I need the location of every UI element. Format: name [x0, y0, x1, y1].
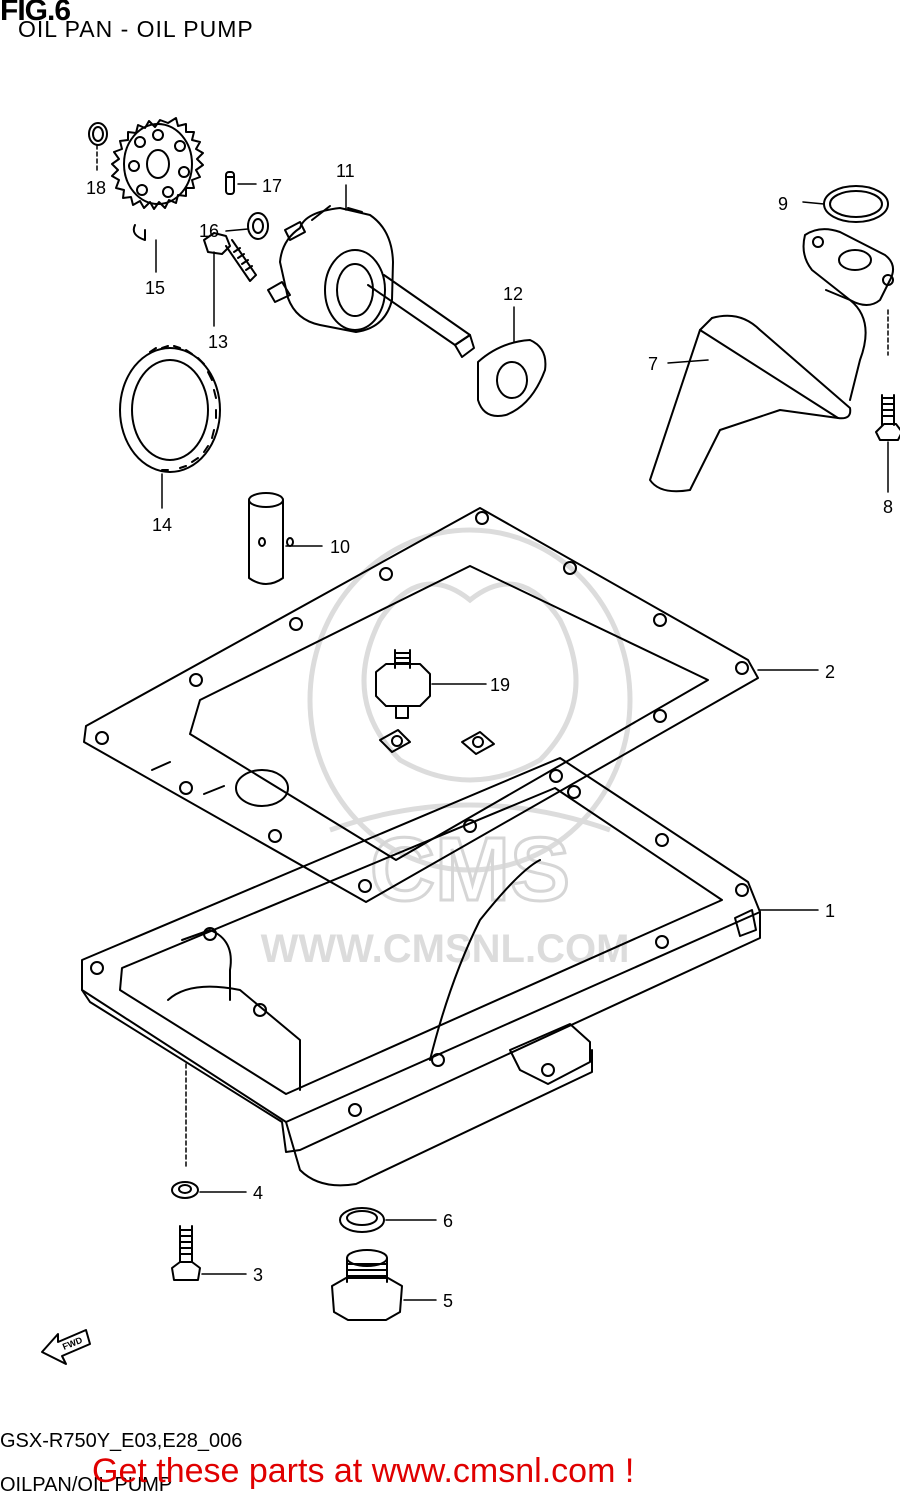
callout-9: 9 [778, 194, 788, 214]
callout-5: 5 [443, 1291, 453, 1311]
model-code: GSX-R750Y_E03,E28_006 [0, 1430, 243, 1452]
oil-pump-part-11 [267, 205, 475, 358]
sprocket-part-15 [111, 117, 204, 241]
callout-6: 6 [443, 1211, 453, 1231]
watermark-brand: CMS [370, 820, 570, 920]
promo-link[interactable]: Get these parts at www.cmsnl.com ! [92, 1452, 635, 1490]
sleeve-part-10 [248, 492, 294, 585]
washer-part-4 [171, 1181, 199, 1199]
callout-7: 7 [648, 354, 658, 374]
callout-2: 2 [825, 662, 835, 682]
callout-8: 8 [883, 497, 893, 517]
oil-pressure-switch-part-19 [375, 649, 431, 719]
fwd-arrow-label: FWD [61, 1335, 84, 1352]
drain-plug-part-5 [331, 1249, 403, 1321]
fwd-arrow-icon [41, 1329, 91, 1365]
bolt-part-8 [875, 394, 900, 441]
callout-19: 19 [490, 675, 510, 695]
bolt-part-13 [203, 232, 257, 282]
callout-17: 17 [262, 176, 282, 196]
gear-part-14 [119, 345, 221, 473]
washer-part-16 [247, 212, 269, 240]
gasket-part-6 [339, 1207, 385, 1233]
o-ring-part-18 [88, 122, 108, 146]
gasket-part-12 [477, 339, 547, 417]
figure-number: FIG.6 [0, 0, 71, 27]
callout-1: 1 [825, 901, 835, 921]
callout-labels: 18 17 16 15 13 11 12 14 10 9 7 8 2 19 1 … [86, 161, 893, 1311]
o-ring-part-9 [823, 185, 889, 223]
section-name: OILPAN/OIL PUMP [0, 1474, 173, 1496]
oil-strainer-part-7 [649, 228, 895, 493]
oil-pan-part-1 [81, 757, 761, 1187]
oil-pan-gasket-part-2 [83, 507, 759, 903]
callout-14: 14 [152, 515, 172, 535]
callout-4: 4 [253, 1183, 263, 1203]
watermark-url: WWW.CMSNL.COM [261, 927, 630, 971]
callout-18: 18 [86, 178, 106, 198]
callout-13: 13 [208, 332, 228, 352]
callout-11: 11 [336, 161, 355, 181]
pin-part-17 [225, 171, 235, 195]
callout-10: 10 [330, 537, 350, 557]
bolt-part-3 [171, 1225, 201, 1281]
callout-16: 16 [199, 221, 219, 241]
callout-15: 15 [145, 278, 165, 298]
figure-title: OIL PAN - OIL PUMP [18, 16, 254, 42]
watermark [307, 527, 633, 873]
callout-3: 3 [253, 1265, 263, 1285]
leader-lines [96, 144, 889, 1301]
callout-12: 12 [503, 284, 523, 304]
